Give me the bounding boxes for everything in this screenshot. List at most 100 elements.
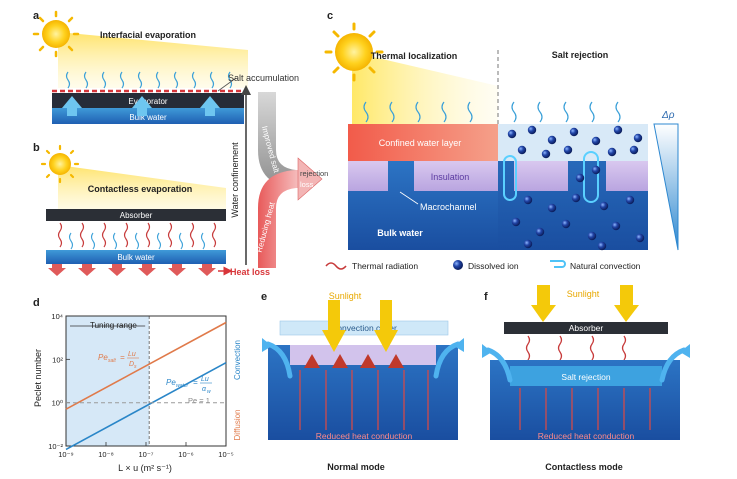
- curl-arrowhead-e-left: [262, 338, 272, 352]
- salt-rejection-f-label: Salt rejection: [561, 372, 610, 382]
- sun-beam-c: [352, 52, 498, 124]
- macrochannel-leader: [399, 191, 419, 205]
- insulation-block-right-1: [514, 161, 568, 191]
- evaporator-label: Evaporator: [128, 97, 167, 106]
- salt-rejection-arrow: [258, 92, 300, 188]
- vapor-waves-a: [65, 71, 233, 89]
- x-tick-label: 10⁻⁵: [218, 450, 233, 459]
- sun-beam-e-1: [328, 300, 340, 330]
- contactless-mode-caption: Contactless mode: [545, 462, 623, 472]
- dissolved-ion: [527, 125, 537, 135]
- pe-salt-den: D: [129, 361, 134, 368]
- panel-b-title: Contactless evaporation: [88, 184, 193, 194]
- insulation-e: [290, 345, 436, 365]
- series-line-pe-water: [65, 361, 227, 451]
- heat-loss-arrows-b: [48, 264, 216, 276]
- y-tick-label: 10⁴: [51, 312, 63, 321]
- absorber-f: [504, 322, 668, 334]
- x-tick-label: 10⁻⁶: [178, 450, 193, 459]
- pe-water-text: Pe: [166, 378, 176, 387]
- sun-beam-e-2: [380, 300, 392, 330]
- thermal-localization-title: Thermal localization: [371, 51, 458, 61]
- salt-leader-line: [217, 77, 237, 92]
- pe-salt-den-sub: s: [134, 364, 137, 370]
- dissolved-ion: [599, 201, 609, 211]
- sunlight-e-label: Sunlight: [329, 291, 362, 301]
- dissolved-ion: [607, 147, 617, 157]
- salt-rejection-zone: [510, 366, 662, 386]
- conduction-lines-e: [299, 370, 429, 430]
- dissolved-ion: [547, 203, 557, 213]
- pe-water-num: Lu: [201, 376, 209, 383]
- dissolved-ion: [507, 129, 517, 139]
- bulk-water-b-label: Bulk water: [117, 253, 155, 262]
- dissolved-ion: [591, 136, 601, 146]
- x-tick-label: 10⁻⁸: [98, 450, 113, 459]
- dissolved-ion: [633, 133, 643, 143]
- macrochannel-label: Macrochannel: [420, 202, 477, 212]
- heat-loss-arrow-label: loss: [300, 180, 314, 189]
- dissolved-ion: [575, 173, 585, 183]
- legend-natural-convection: Natural convection: [570, 261, 641, 271]
- bulk-water-b: [46, 250, 226, 264]
- dissolved-ion: [517, 145, 527, 155]
- thermal-radiation-icon: [325, 262, 347, 270]
- dissolved-ion: [541, 149, 551, 159]
- bulk-water-a-label: Bulk water: [129, 113, 167, 122]
- panel-letter-a: a: [33, 10, 40, 22]
- conduction-lines-f: [519, 388, 651, 430]
- dissolved-ion-icon: [453, 260, 463, 270]
- dissolved-ion: [635, 233, 645, 243]
- panel-letter-f: f: [484, 291, 488, 303]
- dissolved-ion: [597, 241, 607, 251]
- panel-f: f Sunlight Absorber Salt rejection Reduc…: [482, 285, 690, 472]
- sun-beam-f-2: [620, 285, 633, 305]
- confined-water-label: Confined water layer: [379, 138, 462, 148]
- series-line-pe-salt: [65, 321, 227, 410]
- thermal-radiation-b: [57, 222, 217, 248]
- panel-a: a Interfacial evaporation Evaporator Bul…: [32, 10, 299, 124]
- pe-salt-annotation: Pe salt = Lu D s: [98, 351, 139, 370]
- insulation-label: Insulation: [431, 172, 470, 182]
- water-confinement-label: Water confinement: [230, 142, 240, 218]
- pe-water-den: α: [202, 386, 207, 393]
- dissolved-ion: [587, 231, 597, 241]
- water-confinement-arrowhead: [241, 85, 251, 95]
- y-axis-label: Peclet number: [33, 349, 43, 407]
- panel-letter-c: c: [327, 10, 333, 22]
- sun-icon: [32, 10, 80, 58]
- dissolved-ion: [613, 125, 623, 135]
- salt-accumulation-label: Salt accumulation: [228, 73, 299, 83]
- legend-c: Thermal radiation Dissolved ion Natural …: [325, 260, 641, 271]
- dissolved-ion: [571, 193, 581, 203]
- convection-cover-label: Convection cover: [331, 323, 397, 333]
- pe-water-den-sub: w: [207, 389, 211, 395]
- dissolved-ion: [629, 145, 639, 155]
- dissolved-ion: [523, 239, 533, 249]
- pe-water-eq: =: [193, 378, 198, 387]
- legend-thermal-radiation: Thermal radiation: [352, 261, 418, 271]
- panel-letter-b: b: [33, 142, 40, 154]
- curl-arrowhead-f-right: [680, 344, 690, 358]
- dissolved-ion: [611, 221, 621, 231]
- sun-arrowhead-e-1: [322, 330, 346, 352]
- dissolved-ion: [511, 217, 521, 227]
- absorber-triangles-e: [304, 354, 404, 368]
- reduced-heat-f-label: Reduced heat conduction: [538, 431, 635, 441]
- x-tick-label: 10⁻⁷: [138, 450, 153, 459]
- sun-beam-f-1: [537, 285, 550, 305]
- sun-arrowhead-e-2: [374, 330, 398, 352]
- dissolved-ion: [547, 135, 557, 145]
- upflow-arrows-a: [62, 96, 220, 116]
- rejection-label: rejection: [300, 169, 328, 178]
- heat-loss-arrow: [258, 170, 300, 268]
- pe-water-annotation: Pe water = Lu α w: [166, 376, 212, 395]
- density-gradient-wedge: [653, 123, 679, 251]
- pe1-label: Pe = 1: [188, 396, 210, 405]
- dissolved-ion: [591, 165, 601, 175]
- normal-mode-caption: Normal mode: [327, 462, 385, 472]
- pe-salt-sub: salt: [108, 358, 116, 364]
- sun-beam-a: [58, 32, 248, 88]
